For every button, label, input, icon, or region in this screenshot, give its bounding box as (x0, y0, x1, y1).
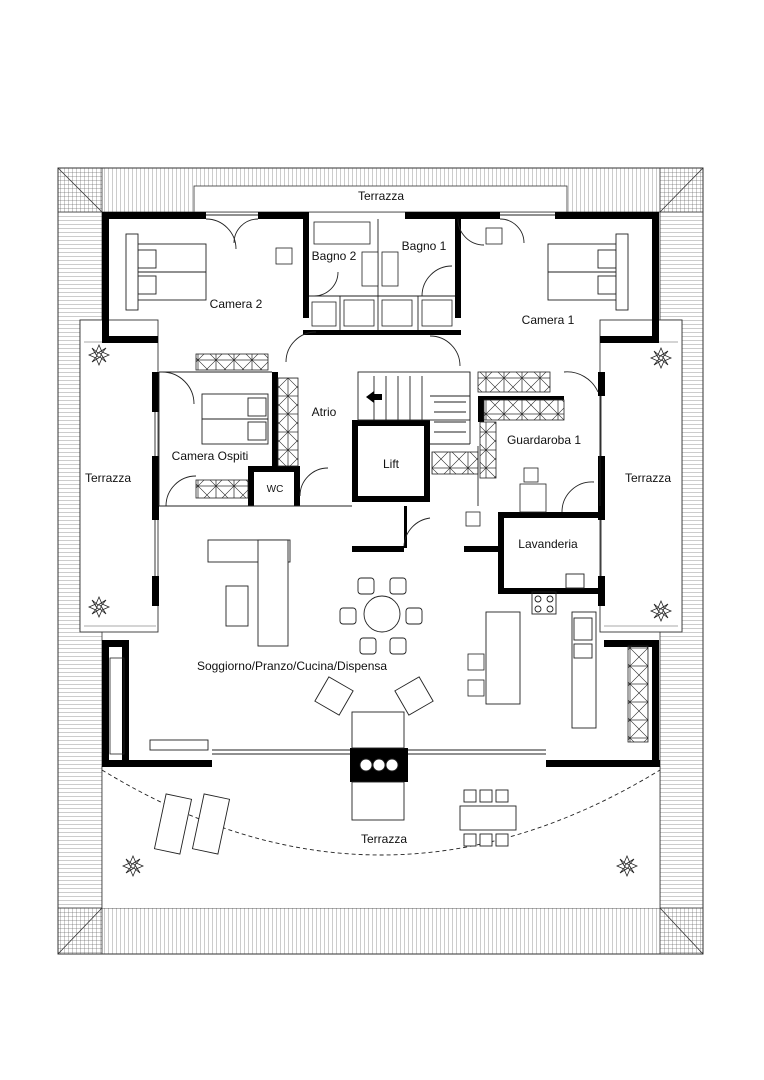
chair-icon (339, 607, 357, 625)
sofa (207, 539, 291, 647)
chair-icon (389, 637, 407, 655)
label-camera-1: Camera 1 (522, 313, 575, 327)
bathroom-fixtures (275, 221, 503, 327)
label-lift: Lift (383, 457, 400, 471)
label-lavanderia: Lavanderia (518, 537, 578, 551)
bed-camera-ospiti (201, 393, 269, 445)
exterior-walls (102, 212, 660, 782)
chair-icon (357, 577, 375, 595)
label-guardaroba-1: Guardaroba 1 (507, 433, 581, 447)
bar-stools (465, 467, 547, 697)
chair-icon (405, 607, 423, 625)
terrace-table (459, 789, 517, 847)
label-bagno-2: Bagno 2 (312, 249, 357, 263)
label-camera-ospiti: Camera Ospiti (172, 449, 249, 463)
chair-icon (359, 637, 377, 655)
fireplace (149, 711, 405, 821)
chair-icon (389, 577, 407, 595)
side-terraces (79, 319, 683, 633)
label-terrazza-bottom: Terrazza (361, 832, 407, 846)
interior-lines (101, 214, 661, 856)
label-terrazza-left: Terrazza (85, 471, 131, 485)
label-wc: WC (267, 484, 284, 495)
label-soggiorno: Soggiorno/Pranzo/Cucina/Dispensa (197, 659, 387, 673)
label-terrazza-top: Terrazza (358, 189, 404, 203)
label-camera-2: Camera 2 (210, 297, 263, 311)
armchairs (314, 676, 434, 716)
label-bagno-1: Bagno 1 (402, 239, 447, 253)
dining-table (363, 595, 401, 633)
sun-loungers (153, 793, 231, 855)
label-atrio: Atrio (312, 405, 337, 419)
bed-camera-1 (547, 233, 629, 311)
bed-camera-2 (125, 233, 207, 311)
label-terrazza-right: Terrazza (625, 471, 671, 485)
stair-arrow-icon (366, 391, 382, 403)
cabinets (109, 353, 649, 755)
